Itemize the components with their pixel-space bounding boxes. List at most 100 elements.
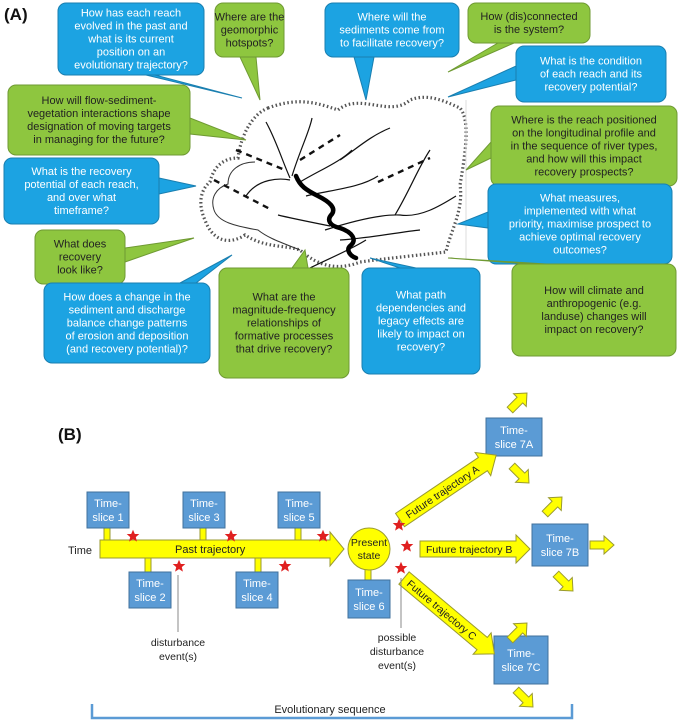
time-slice-box-7c: Time-slice 7C bbox=[493, 635, 549, 685]
time-slice-text: slice 7B bbox=[541, 547, 580, 559]
bubble-text-line: recovery potential? bbox=[545, 82, 638, 94]
bubble-text-line: balance change patterns bbox=[67, 318, 188, 330]
catchment-boundary bbox=[199, 95, 468, 269]
main-river bbox=[293, 173, 359, 261]
catchment-inner-boundary bbox=[212, 161, 301, 251]
bubble-text-line: What measures, bbox=[540, 193, 620, 205]
panel-b-label: (B) bbox=[58, 425, 82, 444]
bubble-text-line: relationships of bbox=[247, 318, 322, 330]
time-slice-text: Time- bbox=[285, 498, 313, 510]
branch-arrows bbox=[506, 392, 615, 708]
bubble-text-line: of erosion and deposition bbox=[66, 331, 189, 343]
time-slice-text: Time- bbox=[94, 498, 122, 510]
future-trajectory-b-arrow: Future trajectory B bbox=[419, 533, 531, 565]
time-slice-box-4: Time-slice 4 bbox=[235, 571, 279, 609]
bubble-text-line: What is the recovery bbox=[31, 166, 132, 178]
time-slice-text: Time- bbox=[507, 648, 535, 660]
disturbance-label-2: event(s) bbox=[159, 651, 197, 663]
time-label: Time bbox=[68, 545, 92, 557]
bubble-text-line: How does a change in the bbox=[63, 292, 190, 304]
time-slice-text: slice 7A bbox=[495, 439, 534, 451]
evolutionary-sequence-label: Evolutionary sequence bbox=[274, 704, 385, 716]
time-slice-text: Time- bbox=[546, 533, 574, 545]
bubble-text-line: look like? bbox=[57, 265, 103, 277]
bubble-text-line: timeframe? bbox=[54, 205, 109, 217]
bubble-text-line: recovery prospects? bbox=[534, 167, 633, 179]
future-trajectory-b-label: Future trajectory B bbox=[426, 544, 512, 556]
past-trajectory-arrow bbox=[99, 530, 345, 568]
catchment-diagram bbox=[199, 95, 468, 269]
time-slice-text: slice 4 bbox=[241, 592, 272, 604]
bubble-flow-sediment-vegetation: How will flow-sediment-vegetation intera… bbox=[7, 84, 247, 156]
disturbance-star bbox=[172, 559, 186, 572]
time-slice-box-7b: Time-slice 7B bbox=[531, 523, 589, 567]
bubble-text-line: achieve optimal recovery bbox=[519, 232, 641, 244]
bubble-text-line: potential of each reach, bbox=[24, 179, 138, 191]
bubble-text-line: evolutionary trajectory? bbox=[74, 60, 188, 72]
bubble-text-line: How (dis)connected bbox=[480, 11, 577, 23]
bubble-text-line: implemented with what bbox=[524, 206, 636, 218]
bubble-text-line: sediments come from bbox=[339, 25, 444, 37]
time-slice-box-6: Time-slice 6 bbox=[347, 579, 391, 619]
bubble-text-line: likely to impact on bbox=[377, 329, 464, 341]
bubble-text-line: legacy effects are bbox=[378, 316, 464, 328]
bubble-text-line: How will climate and bbox=[544, 285, 644, 297]
bubble-text-line: in managing for the future? bbox=[33, 134, 164, 146]
disturbance-label-1: disturbance bbox=[151, 637, 205, 649]
bubble-text-line: What is the condition bbox=[540, 56, 642, 68]
bubble-text-line: evolved in the past and bbox=[74, 21, 187, 33]
bubble-text-line: and how will this impact bbox=[526, 154, 642, 166]
disturbance-star bbox=[394, 561, 408, 574]
bubble-text-line: What does bbox=[54, 239, 107, 251]
possible-disturbance-label-1: possible bbox=[378, 632, 417, 644]
time-slice-text: slice 7C bbox=[501, 662, 540, 674]
bubble-text-line: hotspots? bbox=[226, 38, 274, 50]
time-slice-text: slice 2 bbox=[134, 592, 165, 604]
bubble-text-line: Where will the bbox=[357, 12, 426, 24]
present-state-line-2: state bbox=[358, 550, 381, 562]
past-trajectory-label: Past trajectory bbox=[175, 544, 246, 556]
bubble-text-line: what is its current bbox=[87, 34, 174, 46]
time-slice-text: Time- bbox=[190, 498, 218, 510]
bubble-text-line: geomorphic bbox=[221, 25, 279, 37]
bubble-text-line: of each reach and its bbox=[540, 69, 643, 81]
bubble-text-line: landuse) changes will bbox=[541, 311, 646, 323]
bubble-text-line: outcomes? bbox=[553, 245, 607, 257]
bubble-text-line: How will flow-sediment- bbox=[42, 95, 157, 107]
bubble-text-line: anthropogenic (e.g. bbox=[547, 298, 642, 310]
disturbance-star bbox=[400, 539, 414, 552]
time-slice-box-2: Time-slice 2 bbox=[128, 571, 172, 609]
time-slice-box-3: Time-slice 3 bbox=[182, 491, 226, 529]
bubble-text-line: in the sequence of river types, bbox=[511, 141, 658, 153]
time-slice-box-1: Time-slice 1 bbox=[86, 491, 130, 529]
disturbance-star bbox=[278, 559, 292, 572]
bubble-text-line: recovery bbox=[59, 252, 102, 264]
evolutionary-sequence-bracket bbox=[90, 704, 574, 720]
bubble-magnitude-frequency: What are themagnitude-frequencyrelations… bbox=[218, 248, 350, 379]
time-slice-text: Time- bbox=[136, 578, 164, 590]
time-slice-text: Time- bbox=[355, 587, 383, 599]
bubble-text-line: position on an bbox=[97, 47, 166, 59]
time-slice-text: slice 5 bbox=[283, 512, 314, 524]
bubble-text-line: to facilitate recovery? bbox=[340, 38, 444, 50]
present-state-line-1: Present bbox=[351, 537, 387, 549]
bubble-text-line: magnitude-frequency bbox=[232, 305, 336, 317]
bubble-text-line: sediment and discharge bbox=[69, 305, 186, 317]
bubble-text-line: recovery? bbox=[397, 342, 445, 354]
time-slice-text: slice 1 bbox=[92, 512, 123, 524]
time-slice-box-5: Time-slice 5 bbox=[277, 491, 321, 529]
bubble-text-line: on the longitudinal profile and bbox=[512, 128, 656, 140]
bubble-text-line: What are the bbox=[253, 292, 316, 304]
time-slice-text: Time- bbox=[243, 578, 271, 590]
subcatchment-divide bbox=[235, 148, 286, 172]
time-slice-text: slice 6 bbox=[353, 601, 384, 613]
time-slice-text: Time- bbox=[500, 425, 528, 437]
